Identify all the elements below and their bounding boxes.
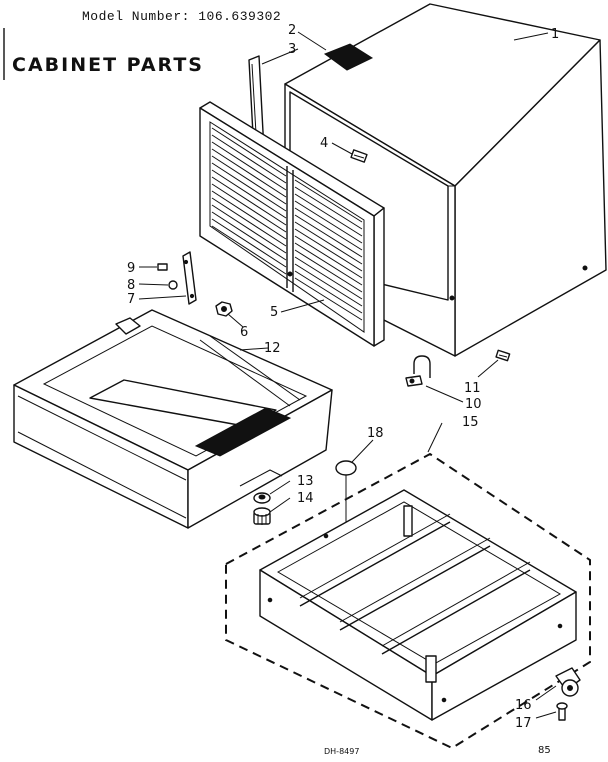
louver-slat (211, 225, 287, 275)
plug-18 (335, 460, 357, 530)
louver-slat (294, 228, 363, 272)
screw-4 (350, 149, 368, 163)
louver-slat (211, 155, 287, 205)
callout-4: 4 (320, 136, 328, 151)
page-title: Cabinet Parts (12, 54, 204, 76)
louver-slat (294, 221, 363, 265)
page-code: 85 (538, 745, 551, 756)
callout-16: 16 (515, 698, 532, 713)
base-frame-outline (225, 452, 591, 750)
callout-8: 8 (127, 278, 135, 293)
louver-slat (294, 179, 363, 223)
callout-14: 14 (297, 491, 314, 506)
callout-18: 18 (367, 426, 384, 441)
louver-slat (294, 270, 363, 314)
callout-2: 2 (288, 23, 296, 38)
louver-slat (211, 211, 287, 261)
grommet-13 (253, 492, 271, 504)
label-plate (323, 43, 374, 71)
louver-slat (211, 190, 287, 240)
louver-slat (211, 218, 287, 268)
louver-slat (294, 186, 363, 230)
screw-17 (556, 702, 568, 721)
louver-slat (211, 162, 287, 212)
screw-9 (157, 263, 168, 271)
model-number: Model Number: 106.639302 (82, 9, 282, 24)
callout-11: 11 (464, 381, 481, 396)
drawing-code: DH-8497 (324, 747, 360, 756)
callout-15: 15 (462, 415, 479, 430)
louver-slat (294, 277, 363, 321)
mounting-bracket (182, 251, 197, 305)
caster-16 (555, 667, 581, 697)
callout-10: 10 (465, 397, 482, 412)
louver-slat (294, 200, 363, 244)
callout-13: 13 (297, 474, 314, 489)
louver-slat (211, 197, 287, 247)
louver-slat (211, 169, 287, 219)
callout-12: 12 (264, 341, 281, 356)
louver-slat (294, 214, 363, 258)
callout-numbers: 1 2 3 4 5 6 7 8 9 10 11 12 13 14 15 16 1… (127, 23, 559, 731)
callout-3: 3 (288, 42, 296, 57)
front-grille (199, 101, 385, 347)
louver-slat (294, 256, 363, 300)
louver-slat (294, 235, 363, 279)
louver-slat (294, 249, 363, 293)
louver-slat (294, 193, 363, 237)
louver-slat (211, 183, 287, 233)
louver-slat (294, 263, 363, 307)
grommet-14 (253, 507, 271, 525)
base-pan (13, 309, 333, 529)
louver-slat (211, 127, 287, 177)
callout-9: 9 (127, 261, 135, 276)
screw-11 (495, 349, 511, 362)
callout-1: 1 (551, 27, 559, 42)
callout-6: 6 (240, 325, 248, 340)
louver-slat (211, 141, 287, 191)
callout-7: 7 (127, 292, 135, 307)
clip-8 (168, 280, 178, 290)
louver-slat (211, 176, 287, 226)
louver-slat (294, 207, 363, 251)
louver-slat (294, 242, 363, 286)
louver-slat (211, 134, 287, 184)
callout-5: 5 (270, 305, 278, 320)
clamp-10 (405, 355, 431, 387)
base-frame (259, 489, 577, 721)
nut-6 (215, 301, 233, 317)
callout-17: 17 (515, 716, 532, 731)
louver-slat (211, 204, 287, 254)
louver-slat (211, 148, 287, 198)
leader-lines (138, 31, 557, 719)
